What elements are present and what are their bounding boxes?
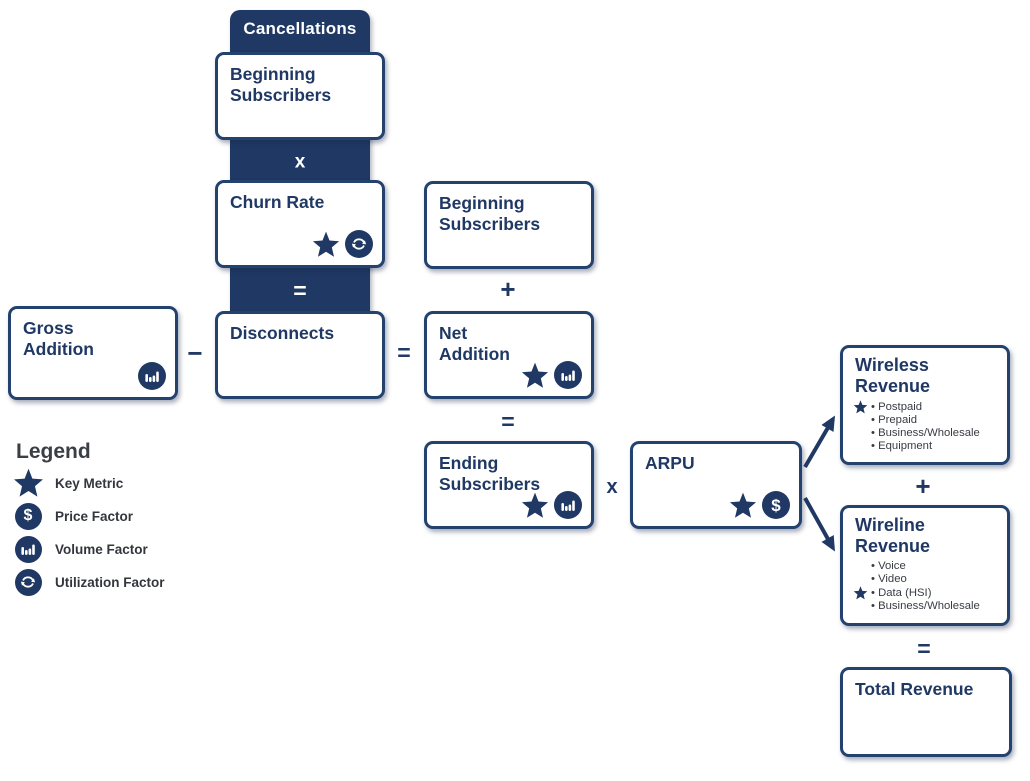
box-wireline-revenue: Wireline Revenue Voice Video Data (HSI) … xyxy=(840,505,1010,626)
box-beginning-subscribers-top: Beginning Subscribers xyxy=(215,52,385,140)
operator-equals: = xyxy=(293,277,307,304)
operator-equals: = xyxy=(917,635,931,662)
volume-icon xyxy=(14,535,42,563)
star-icon xyxy=(521,362,549,389)
operator-minus: − xyxy=(187,338,203,368)
list-item: Prepaid xyxy=(852,414,1001,427)
box-title: Beginning Subscribers xyxy=(439,193,541,234)
legend-title: Legend xyxy=(16,440,91,463)
box-title: Wireless Revenue xyxy=(855,355,931,397)
star-icon xyxy=(852,586,871,600)
dollar-icon: $ xyxy=(762,491,790,519)
box-gross-addition: Gross Addition xyxy=(8,306,178,400)
legend-item-volume-factor: Volume Factor xyxy=(12,535,165,563)
box-title: Total Revenue xyxy=(855,679,974,699)
wireline-revenue-list: Voice Video Data (HSI) Business/Wholesal… xyxy=(843,560,1007,613)
box-total-revenue: Total Revenue xyxy=(840,667,1012,757)
box-churn-rate: Churn Rate xyxy=(215,180,385,268)
box-net-addition: Net Addition xyxy=(424,311,594,399)
box-title: Wireline Revenue xyxy=(855,515,931,557)
operator-multiply: x xyxy=(294,151,306,173)
list-item: Voice xyxy=(852,560,1001,573)
box-title: Disconnects xyxy=(230,323,335,343)
operator-equals: = xyxy=(501,408,515,435)
box-arpu: ARPU $ xyxy=(630,441,802,529)
box-title: Beginning Subscribers xyxy=(230,64,332,105)
operator-plus: + xyxy=(500,274,516,304)
legend: Legend Key Metric $ Price Factor xyxy=(12,440,165,596)
list-item: Business/Wholesale xyxy=(852,600,1001,613)
operator-plus: + xyxy=(915,471,931,501)
volume-icon xyxy=(554,491,582,519)
legend-item-utilization-factor: Utilization Factor xyxy=(12,568,165,596)
box-title: Gross Addition xyxy=(23,318,94,359)
box-title: Churn Rate xyxy=(230,192,325,212)
box-title: ARPU xyxy=(645,453,695,473)
operator-multiply: x xyxy=(606,476,618,498)
star-icon xyxy=(852,400,871,414)
box-wireless-revenue: Wireless Revenue Postpaid Prepaid Busine… xyxy=(840,345,1010,465)
list-item: Business/Wholesale xyxy=(852,427,1001,440)
star-icon xyxy=(521,492,549,519)
legend-item-price-factor: $ Price Factor xyxy=(12,502,165,530)
star-icon xyxy=(729,492,757,519)
volume-icon xyxy=(554,361,582,389)
operator-equals: = xyxy=(397,339,411,366)
box-title: Net Addition xyxy=(439,323,510,364)
arpu-to-revenue-arrows xyxy=(803,415,836,552)
box-beginning-subscribers-mid: Beginning Subscribers xyxy=(424,181,594,269)
utilization-icon xyxy=(345,230,373,258)
star-icon xyxy=(312,231,340,258)
cancellations-label: Cancellations xyxy=(243,19,357,38)
box-ending-subscribers: Ending Subscribers xyxy=(424,441,594,529)
box-disconnects: Disconnects xyxy=(215,311,385,399)
dollar-icon: $ xyxy=(14,502,42,530)
list-item: Postpaid xyxy=(852,400,1001,414)
list-item: Data (HSI) xyxy=(852,586,1001,600)
wireless-revenue-list: Postpaid Prepaid Business/Wholesale Equi… xyxy=(843,400,1007,453)
utilization-icon xyxy=(14,568,42,596)
box-title: Ending Subscribers xyxy=(439,453,541,494)
legend-item-key-metric: Key Metric xyxy=(12,468,165,498)
list-item: Equipment xyxy=(852,440,1001,453)
list-item: Video xyxy=(852,573,1001,586)
volume-icon xyxy=(138,362,166,390)
star-icon xyxy=(12,468,44,498)
